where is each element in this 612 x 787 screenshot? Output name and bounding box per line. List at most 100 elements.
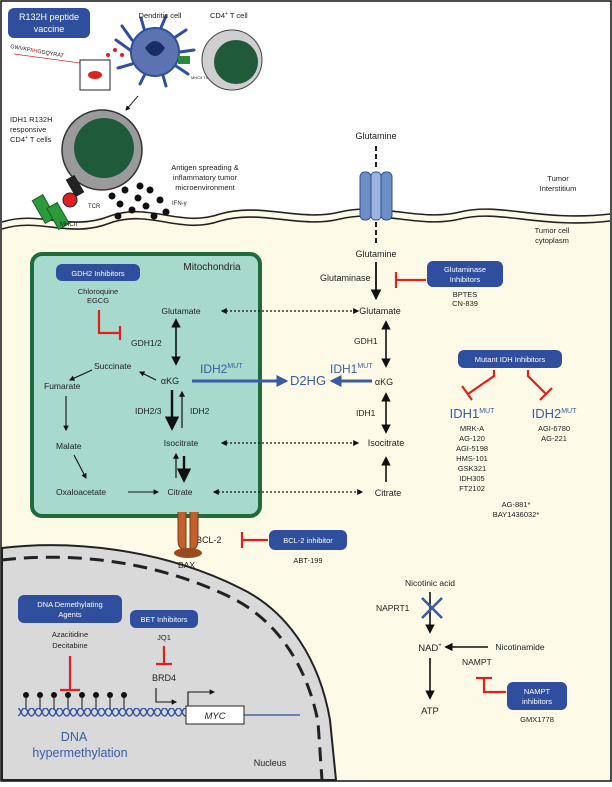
responsive-label-2: responsive [10, 125, 46, 134]
idh1-drug: AG-120 [459, 434, 485, 443]
cyto-glutamate: Glutamate [359, 306, 401, 316]
vaccine-label-2: vaccine [34, 24, 65, 34]
mutant-idh-inhibitors-box [458, 350, 562, 368]
tcr-label: TCR [88, 204, 101, 210]
svg-text:GDH2 Inhibitors: GDH2 Inhibitors [71, 269, 125, 278]
gdh-inhibition [97, 310, 120, 335]
gdh1-label: GDH1 [354, 336, 378, 346]
idh1-drug-list: MRK-AAG-120AGI-5198HMS-101GSK321IDH305FT… [456, 424, 488, 493]
gmx1778: GMX1778 [520, 715, 554, 724]
methylation-marks [23, 692, 127, 710]
oxaloacetate: Oxaloacetate [56, 487, 106, 497]
nampt-inhibition [482, 678, 506, 694]
dendritic-cell-label: Dendritic cell [139, 11, 182, 20]
mhc-tcr-small [178, 56, 190, 64]
idh1-drug: MRK-A [460, 424, 484, 433]
peptide-sequence: GWVKPIIHGDQYRAT [10, 44, 65, 59]
fumarate: Fumarate [44, 381, 81, 391]
idh2-label: IDH2 [190, 406, 210, 416]
cyto-citrate: Citrate [375, 488, 402, 498]
gdh12-label: GDH1/2 [131, 338, 162, 348]
svg-text:Mutant IDH Inhibitors: Mutant IDH Inhibitors [475, 355, 546, 364]
atp-label: ATP [421, 706, 439, 717]
antigen-label-1: Antigen spreading & [171, 163, 239, 172]
dual-drug: BAY1436032* [493, 510, 540, 519]
idh1-inhibition [467, 370, 496, 395]
cyto-isocitrate: Isocitrate [368, 438, 405, 448]
jq1: JQ1 [157, 633, 171, 642]
svg-text:inhibitors: inhibitors [522, 697, 552, 706]
glutaminase-inhibitors-box [427, 261, 503, 287]
membrane-outer [1, 208, 611, 223]
nad-label: NAD+ [418, 643, 442, 654]
interstitium-label-1: Tumor [547, 174, 569, 183]
glutamine-top: Glutamine [355, 131, 396, 141]
cd4-t-cell [201, 29, 263, 91]
vaccine-drop [88, 71, 102, 79]
gdh2-inhibitors-box [56, 264, 140, 281]
naprt1-block-icon [421, 597, 443, 619]
chloroquine: Chloroquine [78, 287, 118, 296]
bet-inhibitors-box [130, 610, 198, 628]
svg-text:BET Inhibitors: BET Inhibitors [141, 615, 188, 624]
responsive-label-1: IDH1 R132H [10, 115, 53, 124]
vaccine-label-1: R132H peptide [19, 12, 79, 22]
cyto-glutamine: Glutamine [355, 249, 396, 259]
svg-text:BCL-2 inhibitor: BCL-2 inhibitor [283, 536, 333, 545]
idh1mut-target: IDH1MUT [450, 406, 496, 421]
egcg: EGCG [87, 296, 109, 305]
cytoplasm-label-2: cytoplasm [535, 236, 569, 245]
bax-channel [174, 512, 202, 558]
brd4: BRD4 [152, 673, 176, 683]
vaccine-box [8, 8, 90, 38]
svg-text:DNA Demethylating: DNA Demethylating [37, 600, 102, 609]
myc-box [185, 705, 245, 725]
mito-isocitrate: Isocitrate [164, 438, 199, 448]
idh1-drug: HMS-101 [456, 454, 488, 463]
idh2mut-target: IDH2MUT [532, 406, 578, 421]
dna-helix [18, 708, 186, 722]
methyl-group [65, 692, 71, 698]
cytoplasm-label-1: Tumor cell [535, 226, 570, 235]
methyl-group [121, 692, 127, 698]
bax-label: BAX [178, 560, 195, 570]
antigen [62, 192, 78, 208]
bcl2-label: BCL-2 [196, 535, 222, 545]
dna-demethylating-box [18, 595, 122, 623]
responsive-t-cell [61, 109, 143, 191]
methyl-group [107, 692, 113, 698]
nicotinamide: Nicotinamide [495, 642, 544, 652]
idh2mut-label: IDH2MUT [200, 362, 243, 376]
idh1-drug: GSK321 [458, 464, 486, 473]
decitabine: Decitabine [52, 641, 87, 650]
succinate: Succinate [94, 361, 132, 371]
responsive-label-3: CD4+ T cells [10, 135, 52, 144]
idh1-drug: AGI-5198 [456, 444, 488, 453]
naprt1-label: NAPRT1 [376, 603, 410, 613]
d2hg: D2HG [290, 373, 326, 388]
idh23-label: IDH2/3 [135, 406, 162, 416]
ifn-label: IFN-γ [172, 201, 187, 207]
glutaminase-label: Glutaminase [320, 273, 371, 283]
methyl-group [51, 692, 57, 698]
idh2-drug: AG-221 [541, 434, 567, 443]
malate: Malate [56, 441, 82, 451]
mito-glutamate: Glutamate [161, 306, 200, 316]
antigen-label-2: inflammatory tumor [173, 173, 238, 182]
dendritic-cell [114, 14, 196, 88]
ifn-gamma-dots [108, 182, 170, 220]
abt199: ABT-199 [293, 556, 322, 565]
dual-drug-list: AG-881*BAY1436032* [493, 500, 540, 519]
methyl-group [23, 692, 29, 698]
peptide-line [13, 53, 81, 64]
mito-citrate: Citrate [167, 487, 192, 497]
idh1mut-label: IDH1MUT [330, 362, 373, 376]
azacitidine: Azacitidine [52, 630, 88, 639]
mitochondria-title: Mitochondria [183, 262, 241, 273]
idh1-drug: FT2102 [459, 484, 485, 493]
idh1-label: IDH1 [356, 408, 376, 418]
svg-text:Glutaminase: Glutaminase [444, 265, 486, 274]
